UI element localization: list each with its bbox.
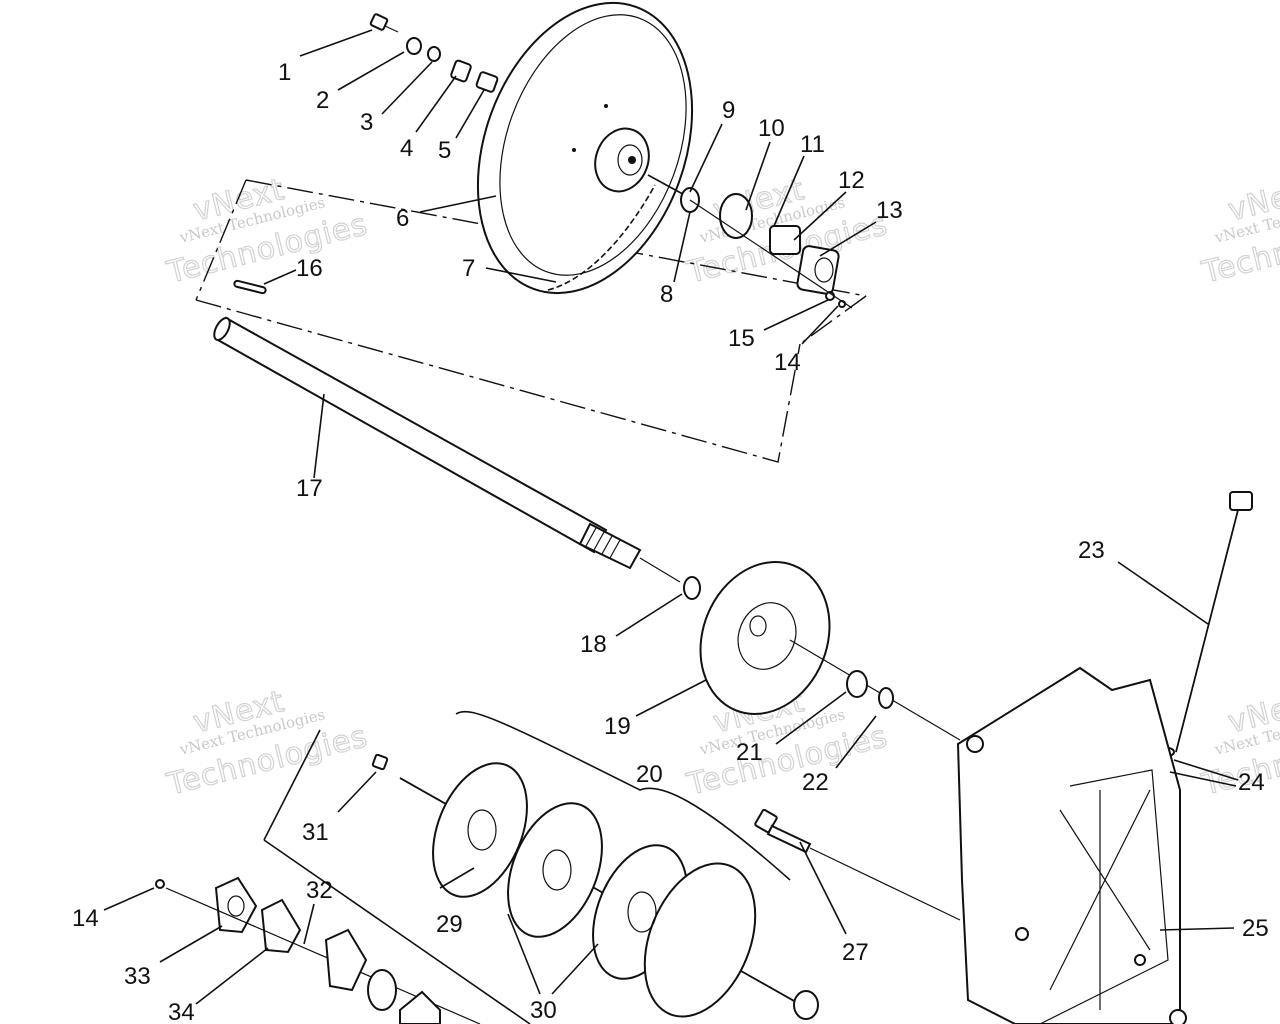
callout-14: 14 bbox=[774, 349, 801, 376]
callout-10: 10 bbox=[758, 115, 785, 142]
housing-cover-25 bbox=[956, 666, 1187, 1024]
bearing-lower bbox=[367, 969, 397, 1011]
dipstick-23 bbox=[1175, 491, 1253, 753]
pulley-6 bbox=[476, 1, 694, 295]
callout-8: 8 bbox=[660, 281, 673, 308]
ring-18 bbox=[683, 576, 701, 600]
callout-20: 20 bbox=[636, 761, 663, 788]
jackshaft-29-30 bbox=[399, 762, 811, 1018]
callout-labels: 1 2 3 4 5 6 7 8 9 10 11 12 13 14 15 16 1… bbox=[72, 59, 1269, 1024]
callout-21: 21 bbox=[736, 739, 763, 766]
gasket-34 bbox=[260, 898, 302, 954]
callout-24: 24 bbox=[1238, 769, 1265, 796]
bolt-14-lower bbox=[155, 879, 165, 889]
callout-31: 31 bbox=[302, 819, 329, 846]
callout-17: 17 bbox=[296, 475, 323, 502]
callout-29: 29 bbox=[436, 911, 463, 938]
bearing-12 bbox=[769, 225, 801, 255]
washer-3 bbox=[427, 46, 441, 62]
callout-25: 25 bbox=[1242, 915, 1269, 942]
bolt-31 bbox=[371, 753, 389, 771]
bearing-21 bbox=[846, 670, 868, 698]
callout-18: 18 bbox=[580, 631, 607, 658]
callout-30: 30 bbox=[530, 997, 557, 1024]
callout-16: 16 bbox=[296, 255, 323, 282]
callout-27: 27 bbox=[842, 939, 869, 966]
ring-22 bbox=[878, 687, 894, 709]
watermark-6: vNext vNext Technologies Technologies bbox=[1198, 683, 1280, 803]
plate-10 bbox=[719, 193, 753, 239]
callout-4: 4 bbox=[400, 135, 413, 162]
callout-13: 13 bbox=[876, 197, 903, 224]
key-16 bbox=[233, 279, 267, 295]
callout-23: 23 bbox=[1078, 537, 1105, 564]
flange-13 bbox=[796, 245, 840, 295]
callout-19: 19 bbox=[604, 713, 631, 740]
callout-34: 34 bbox=[168, 999, 195, 1024]
callout-3: 3 bbox=[360, 109, 373, 136]
callout-14-lower: 14 bbox=[72, 905, 99, 932]
shaft-17 bbox=[213, 316, 681, 583]
fastener-bolt-1 bbox=[369, 13, 399, 33]
watermark-3: vNext vNext Technologies Technologies bbox=[1198, 171, 1280, 291]
callout-2: 2 bbox=[316, 87, 329, 114]
callout-15: 15 bbox=[728, 325, 755, 352]
flange-lower bbox=[324, 928, 368, 992]
callout-9: 9 bbox=[722, 97, 735, 124]
callout-12: 12 bbox=[838, 167, 865, 194]
callout-6: 6 bbox=[396, 205, 409, 232]
lower-group-bracket-20 bbox=[263, 710, 791, 1024]
chain-7 bbox=[547, 184, 656, 291]
parts-art bbox=[155, 1, 1253, 1024]
callout-11: 11 bbox=[800, 131, 825, 158]
callout-33: 33 bbox=[124, 963, 151, 990]
seal-lower bbox=[399, 990, 441, 1024]
bushing-5 bbox=[475, 71, 499, 93]
watermark-4: vNext vNext Technologies Technologies bbox=[163, 683, 372, 803]
watermark-1: vNext vNext Technologies Technologies bbox=[163, 171, 372, 291]
bolt-27 bbox=[754, 808, 961, 921]
callout-22: 22 bbox=[802, 769, 829, 796]
callout-32: 32 bbox=[306, 877, 333, 904]
callout-7: 7 bbox=[462, 255, 475, 282]
washer-2 bbox=[406, 37, 422, 55]
callout-1: 1 bbox=[278, 59, 291, 86]
brake-disc-19 bbox=[699, 561, 831, 715]
callout-5: 5 bbox=[438, 137, 451, 164]
seal-right bbox=[793, 990, 819, 1020]
leader-lines bbox=[103, 29, 1239, 1005]
flange-33 bbox=[214, 876, 258, 934]
